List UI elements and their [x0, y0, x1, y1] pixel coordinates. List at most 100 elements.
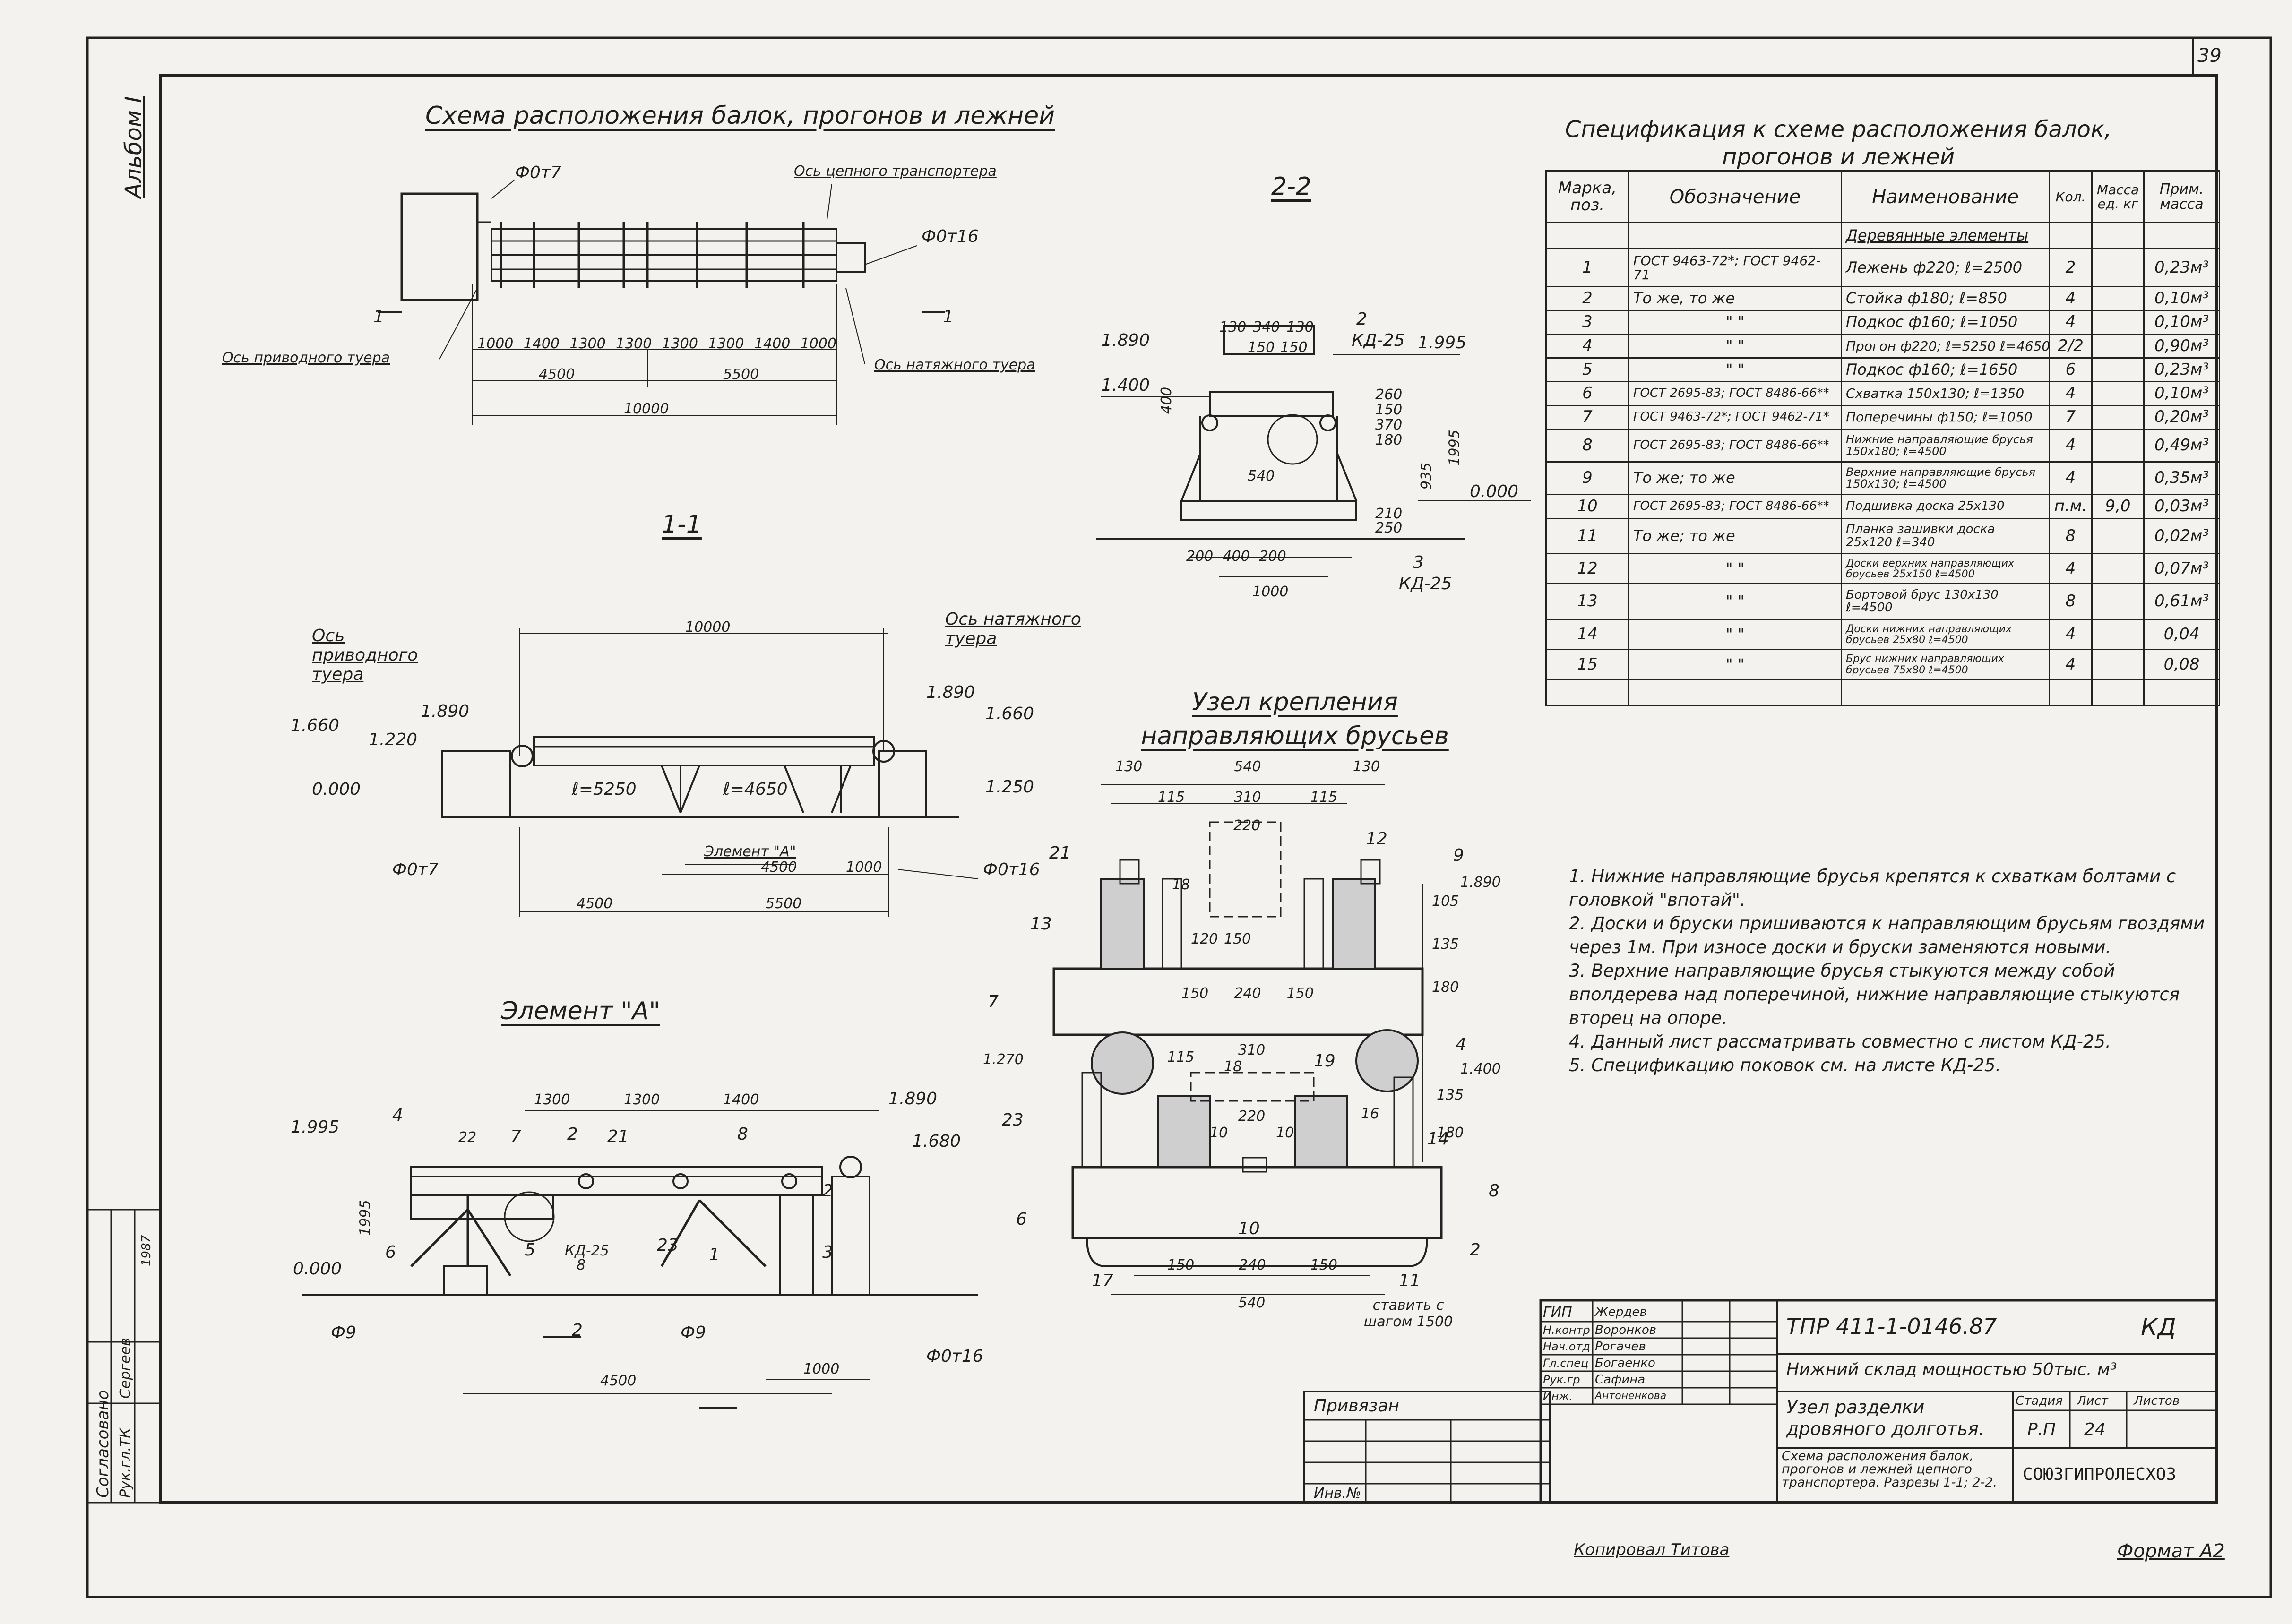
staff-role: Инж. [1543, 1389, 1573, 1403]
spec-qty: 4 [2049, 286, 2093, 311]
stage-header: Стадия [2016, 1394, 2063, 1408]
node-dim: 240 [1239, 1257, 1266, 1273]
spec-designation: " " [1628, 583, 1842, 620]
node-dim: 540 [1234, 758, 1261, 775]
spec-pos: 11 [1545, 517, 1629, 555]
node-mark-14: 14 [1427, 1129, 1449, 1149]
s22-level-1890: 1.890 [1101, 331, 1150, 350]
s22-bottom-dim: 200 [1186, 548, 1214, 565]
spec-designation: " " [1628, 619, 1842, 651]
spec-pos: 8 [1545, 428, 1629, 463]
s11-level-1660-right: 1.660 [985, 704, 1034, 723]
node-dim: 150 [1181, 985, 1209, 1002]
spec-mass [2091, 357, 2145, 383]
spec-note: 0,61м³ [2143, 583, 2220, 620]
plan-axis-tension-label: Ось натяжного туера [874, 357, 1035, 373]
node-mark-18: 18 [1172, 876, 1190, 893]
spec-title: Спецификация к схеме расположения балок,… [1565, 116, 2112, 170]
staff-role: Гл.спец [1543, 1356, 1589, 1370]
node-mark-23: 23 [1002, 1110, 1024, 1130]
staff-name: Антоненкова [1595, 1390, 1667, 1402]
spec-name: Брус нижних направляющих брусьев 75х80 ℓ… [1841, 649, 2050, 680]
elA-mark-2: 2 [567, 1125, 578, 1144]
node-side-dims: 105 135 180 [1432, 893, 1459, 996]
spec-header-name: Наименование [1841, 170, 2050, 223]
plan-dim-4500: 4500 [539, 366, 575, 383]
spec-header-mass: Масса ед. кг [2091, 170, 2145, 223]
spec-header-qty: Кол. [2049, 170, 2093, 223]
node-dim-18: 18 [1224, 1058, 1242, 1075]
section22-dims-top: 130 340 130 [1219, 319, 1314, 335]
spec-mass [2091, 404, 2145, 430]
elA-mark-1: 1 [709, 1245, 720, 1264]
copier-label: Копировал Титова [1574, 1540, 1730, 1559]
node-dim-540: 540 [1238, 1295, 1266, 1311]
spec-note: 0,10м³ [2143, 381, 2220, 406]
spec-pos: 15 [1545, 649, 1629, 680]
plan-dim: 1400 [754, 335, 791, 352]
node-mark-21: 21 [1049, 843, 1071, 863]
note-item: 1. Нижние направляющие брусья крепятся к… [1569, 866, 2176, 910]
staff-row: Инж. Антоненкова [1543, 1388, 1685, 1404]
elA-mark-4: 4 [392, 1106, 403, 1125]
spec-cell [1545, 679, 1629, 706]
elA-phi9-right: Ф9 [681, 1323, 706, 1342]
elA-mark-23: 23 [657, 1236, 679, 1255]
spec-designation: " " [1628, 553, 1842, 585]
node-side-120: 120 [1191, 931, 1218, 947]
s11-level-1890-left: 1.890 [421, 702, 470, 721]
staff-role: Рук.гр [1543, 1373, 1580, 1386]
node-dim-310: 310 [1238, 1042, 1266, 1058]
spec-row: 14" "Доски нижних направляющих брусьев 2… [1545, 619, 2220, 651]
s11-level-1890-right: 1.890 [926, 683, 975, 702]
elA-phi16: Ф0т16 [926, 1347, 983, 1366]
s22-dim-250: 250 [1375, 520, 1403, 536]
elA-dim-1400: 1400 [723, 1091, 759, 1108]
s22-ref-kd25-top: КД-25 [1352, 331, 1405, 350]
node-dim: 150 [1310, 1257, 1337, 1273]
spec-note: 0,04 [2143, 619, 2220, 651]
s22-dim-540: 540 [1248, 468, 1275, 484]
elA-level-0000: 0.000 [293, 1259, 342, 1279]
node-level-1270: 1.270 [983, 1051, 1024, 1068]
spec-qty: 4 [2049, 381, 2093, 406]
s11-dim-4500: 4500 [577, 895, 613, 912]
elA-level-1995: 1.995 [291, 1117, 340, 1137]
elA-mark-21: 21 [607, 1127, 629, 1146]
spec-mass [2091, 583, 2145, 620]
spec-note: 0,10м³ [2143, 309, 2220, 335]
plan-dim: 1000 [477, 335, 514, 352]
node-mark-11: 11 [1399, 1271, 1421, 1290]
node-mark-2: 2 [1470, 1240, 1481, 1260]
spec-note: 0,07м³ [2143, 553, 2220, 585]
elA-mark-22: 22 [458, 1129, 477, 1146]
project-name: Нижний склад мощностью 50тыс. м³ [1786, 1360, 2117, 1379]
spec-cell [1545, 222, 1629, 249]
spec-designation: ГОСТ 9463-72*; ГОСТ 9462-71 [1628, 248, 1842, 288]
node-mark-16: 16 [1361, 1106, 1379, 1122]
privyazan-label: Привязан [1314, 1396, 1399, 1416]
s11-length-4650: ℓ=4650 [723, 780, 788, 799]
node-mark-4: 4 [1456, 1035, 1466, 1054]
node-mark-9: 9 [1453, 846, 1464, 865]
margin-top-label: Рук.гл.ТК [117, 1428, 134, 1498]
s22-level-0000: 0.000 [1470, 482, 1519, 501]
doc-mark: КД [2141, 1314, 2176, 1341]
spec-mass [2091, 461, 2145, 496]
spec-mass [2091, 649, 2145, 680]
s22-side-dim: 180 [1375, 432, 1403, 448]
staff-role: Н.контр [1543, 1323, 1590, 1337]
spec-qty: 4 [2049, 428, 2093, 463]
s22-dim-210: 210 [1375, 506, 1403, 522]
node-dim: 115 [1158, 789, 1185, 806]
s22-side-dim: 260 [1375, 387, 1403, 403]
sheet-value: 24 [2084, 1420, 2106, 1439]
